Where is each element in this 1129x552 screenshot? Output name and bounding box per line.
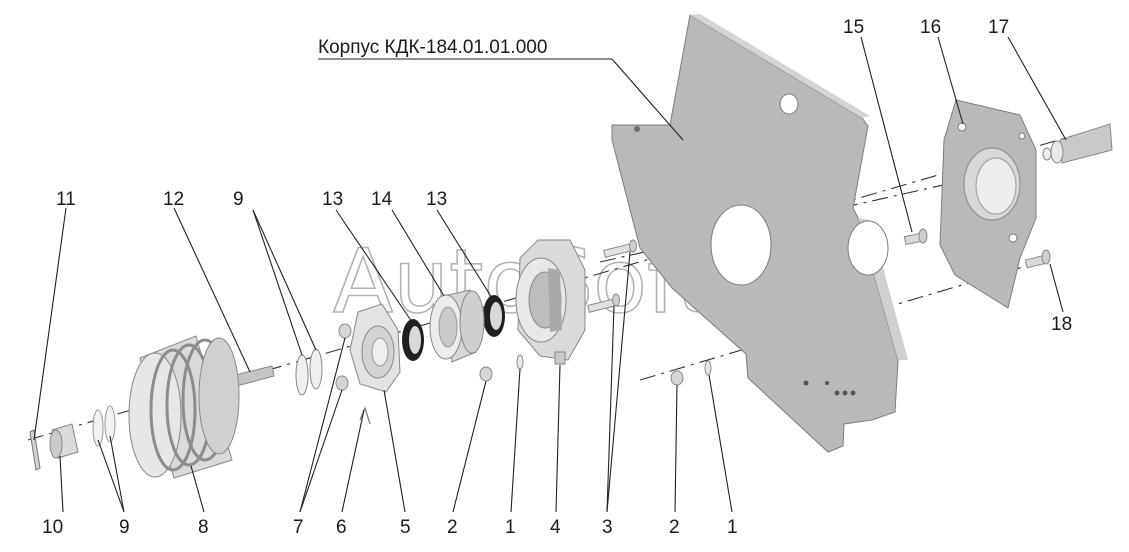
washer-1-left [516, 354, 524, 370]
washer-9-lower-a [92, 409, 104, 447]
callout-13-left: 13 [322, 189, 343, 210]
flange-plate-16 [939, 99, 1037, 309]
leader-lines [33, 36, 1067, 513]
callout-2-left: 2 [447, 517, 458, 538]
callout-2-right: 2 [669, 517, 680, 538]
callout-17: 17 [988, 17, 1009, 38]
callout-10: 10 [42, 517, 63, 538]
seal-13-left [402, 319, 424, 361]
callout-15: 15 [843, 17, 864, 38]
callout-5: 5 [400, 517, 411, 538]
callout-7: 7 [293, 517, 304, 538]
callout-13-right: 13 [426, 189, 447, 210]
callout-3: 3 [602, 517, 613, 538]
callout-16: 16 [920, 17, 941, 38]
bolt-15 [903, 228, 928, 246]
bolt-3-upper [603, 239, 637, 258]
cover-5 [349, 303, 401, 393]
nut-2-left [479, 366, 493, 382]
callout-14: 14 [371, 189, 393, 210]
nut-10 [49, 423, 79, 459]
callout-labels: 11 12 9 13 14 13 15 16 17 18 10 9 8 7 6 … [42, 17, 1072, 538]
housing-side-hole [847, 220, 889, 276]
callout-6: 6 [336, 517, 347, 538]
washer-9-upper-b [309, 348, 323, 390]
pulley-8 [128, 335, 240, 479]
housing-title: Корпус КДК-184.01.01.000 [318, 37, 547, 58]
bearing-housing-4 [515, 239, 586, 365]
nut-7-lower [335, 375, 349, 391]
housing-big-hole [710, 204, 772, 286]
callout-9-bottom: 9 [119, 517, 130, 538]
nut-2-right [670, 370, 684, 386]
housing-plate [611, 14, 908, 453]
washer-9-upper-a [295, 354, 309, 396]
callout-8: 8 [198, 517, 209, 538]
shaft-17 [1042, 123, 1113, 164]
nut-7-upper [338, 323, 352, 339]
bearing-14 [429, 289, 485, 363]
seal-13-right [483, 295, 505, 337]
callout-11: 11 [56, 189, 76, 210]
washer-1-right [704, 360, 712, 376]
housing-upper-hole [779, 93, 799, 115]
washer-9-lower-b [104, 405, 116, 443]
pin-11 [29, 429, 41, 471]
callout-12: 12 [163, 189, 184, 210]
clip-6 [359, 406, 371, 425]
callout-4: 4 [550, 517, 561, 538]
callout-1-left: 1 [505, 517, 516, 538]
callout-18: 18 [1051, 314, 1072, 335]
bolt-18 [1024, 249, 1051, 269]
callout-9-top: 9 [233, 189, 244, 210]
bolt-3-lower [587, 293, 620, 313]
callout-1-right: 1 [727, 517, 738, 538]
